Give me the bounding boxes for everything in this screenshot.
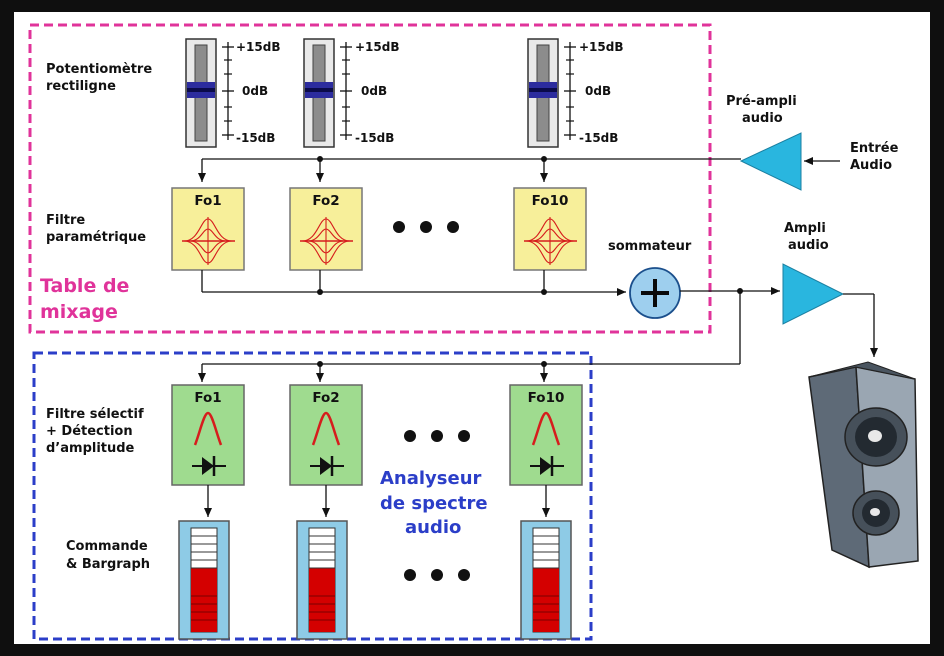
db-scale-10 [564, 42, 576, 140]
bandpass-curve-icon [311, 411, 341, 446]
db-zero-label-2: 0dB [361, 84, 387, 98]
selective-filter-2-label: Fo2 [312, 390, 339, 406]
selective-filter-10[interactable]: Fo10 [509, 384, 583, 486]
command-label-line2: & Bargraph [66, 557, 150, 572]
audio-input-label-line1: Entrée [850, 141, 899, 156]
param-curves-icon [300, 217, 353, 265]
mixer-channel-1: +15dB 0dB -15dB Fo1 [171, 38, 281, 271]
analyzer-channel-1: Fo1 [171, 364, 245, 640]
diode-icon [310, 456, 344, 476]
speaker-icon [808, 361, 919, 569]
db-zero-label-1: 0dB [242, 84, 268, 98]
slider-pot-1[interactable] [185, 38, 217, 148]
param-filter-1[interactable]: Fo1 [171, 187, 245, 271]
amp-triangle [782, 263, 845, 325]
analyzer-title-line2: de spectre [380, 493, 488, 514]
pot-label-line2: rectiligne [46, 79, 116, 94]
bargraph-1[interactable] [178, 520, 230, 640]
mixer-title-line1: Table de [40, 275, 129, 297]
amp-label-line1: Ampli [784, 221, 826, 236]
bargraph-10[interactable] [520, 520, 572, 640]
param-filter-label-line1: Filtre [46, 213, 85, 228]
selective-filter-10-label: Fo10 [528, 390, 565, 406]
analyzer-channel-2: Fo2 [289, 364, 363, 640]
mixer-channel-10: +15dB 0dB -15dB Fo10 [513, 38, 624, 271]
summer-node [629, 267, 681, 319]
diagram-frame: Table de mixage Analyseur de spectre aud… [14, 12, 930, 644]
bandpass-curve-icon [531, 411, 561, 446]
db-plus-label-1: +15dB [236, 40, 281, 54]
db-zero-label-10: 0dB [585, 84, 611, 98]
selective-filter-1[interactable]: Fo1 [171, 384, 245, 486]
analyzer-title-line3: audio [405, 517, 461, 538]
amp-label-line2: audio [788, 238, 829, 253]
selective-filter-label-line2: + Détection [46, 424, 133, 439]
param-filter-1-label: Fo1 [194, 193, 221, 209]
param-filter-10[interactable]: Fo10 [513, 187, 587, 271]
selective-filter-1-label: Fo1 [194, 390, 221, 406]
ellipsis-dots-filters [404, 430, 470, 442]
param-curves-icon [524, 217, 577, 265]
db-minus-label-10: -15dB [579, 131, 618, 145]
mixer-box [28, 23, 712, 334]
param-curves-icon [182, 217, 235, 265]
ellipsis-dots-bargraphs [404, 569, 470, 581]
ellipsis-dots-mixer [393, 221, 459, 233]
db-minus-label-2: -15dB [355, 131, 394, 145]
selective-filter-2[interactable]: Fo2 [289, 384, 363, 486]
selective-filter-label-line1: Filtre sélectif [46, 407, 144, 422]
slider-pot-2[interactable] [303, 38, 335, 148]
param-filter-label-line2: paramétrique [46, 230, 146, 245]
pot-label-line1: Potentiomètre [46, 62, 152, 77]
selective-filter-label-line3: d’amplitude [46, 441, 135, 456]
diode-icon [530, 456, 564, 476]
mixer-analyzer-diagram: Table de mixage Analyseur de spectre aud… [28, 23, 919, 641]
bargraph-2[interactable] [296, 520, 348, 640]
preamp-label-line1: Pré-ampli [726, 94, 797, 109]
param-filter-2[interactable]: Fo2 [289, 187, 363, 271]
summer-label: sommateur [608, 239, 692, 254]
preamp-label-line2: audio [742, 111, 783, 126]
preamp-triangle [739, 132, 802, 191]
analyzer-title-line1: Analyseur [380, 468, 482, 489]
db-plus-label-2: +15dB [355, 40, 400, 54]
param-filter-10-label: Fo10 [532, 193, 569, 209]
slider-pot-10[interactable] [527, 38, 559, 148]
output-bus [201, 270, 626, 296]
input-bus [198, 156, 741, 182]
param-filter-2-label: Fo2 [312, 193, 339, 209]
analyzer-channel-10: Fo10 [509, 364, 583, 640]
db-minus-label-1: -15dB [236, 131, 275, 145]
command-label-line1: Commande [66, 539, 148, 554]
bandpass-curve-icon [193, 411, 223, 446]
mixer-title-line2: mixage [40, 301, 118, 323]
db-scale-1 [222, 42, 234, 140]
audio-input-label-line2: Audio [850, 158, 892, 173]
mixer-channel-2: +15dB 0dB -15dB Fo2 [289, 38, 400, 271]
db-plus-label-10: +15dB [579, 40, 624, 54]
diode-icon [192, 456, 226, 476]
db-scale-2 [340, 42, 352, 140]
